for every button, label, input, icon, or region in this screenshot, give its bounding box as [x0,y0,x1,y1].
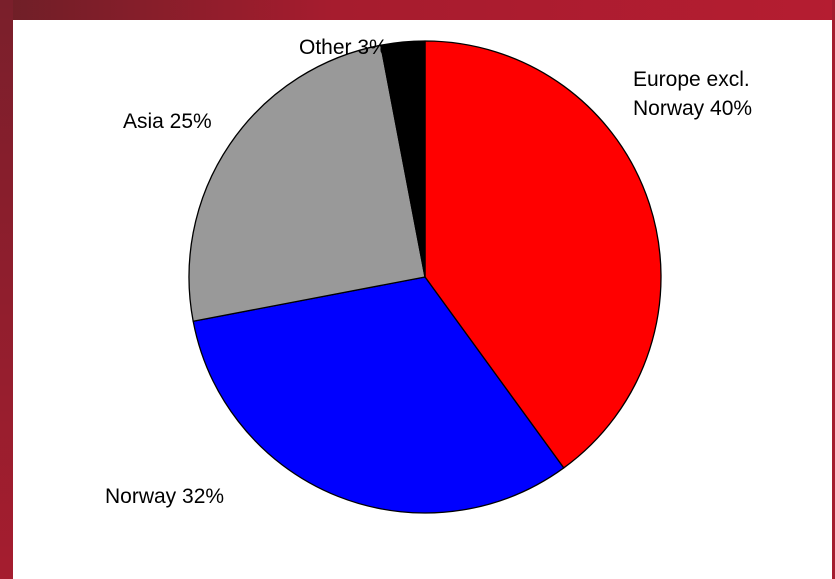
slice-label-other: Other 3% [299,36,388,59]
chart-area: Europe excl. Norway 40% Norway 32% Asia 25%… [13,20,832,579]
slice-label-line: Other 3% [299,36,388,59]
pie-slice-europe-excl-norway [424,40,662,469]
slice-label-line: Norway 32% [105,485,224,508]
slice-label-norway: Norway 32% [105,485,224,508]
pie-slice-asia [188,44,426,322]
slice-label-asia: Asia 25% [123,110,212,133]
frame-left-bar [0,0,13,579]
pie-chart: Europe excl. Norway 40% Norway 32% Asia 25%… [105,36,752,514]
slice-label-line: Norway 40% [633,97,752,120]
frame-top-bar [0,0,835,20]
pie-labels: Europe excl. Norway 40% Norway 32% Asia 25%… [105,36,752,508]
frame-right-bar [832,0,835,579]
pie-slice-other [380,40,426,278]
pie-slice-norway [192,276,565,514]
slice-label-line: Asia 25% [123,110,212,133]
slice-label-line: Europe excl. [633,68,750,91]
pie-slices [188,40,662,514]
slice-label-europe-excl-norway: Europe excl. Norway 40% [633,68,752,120]
